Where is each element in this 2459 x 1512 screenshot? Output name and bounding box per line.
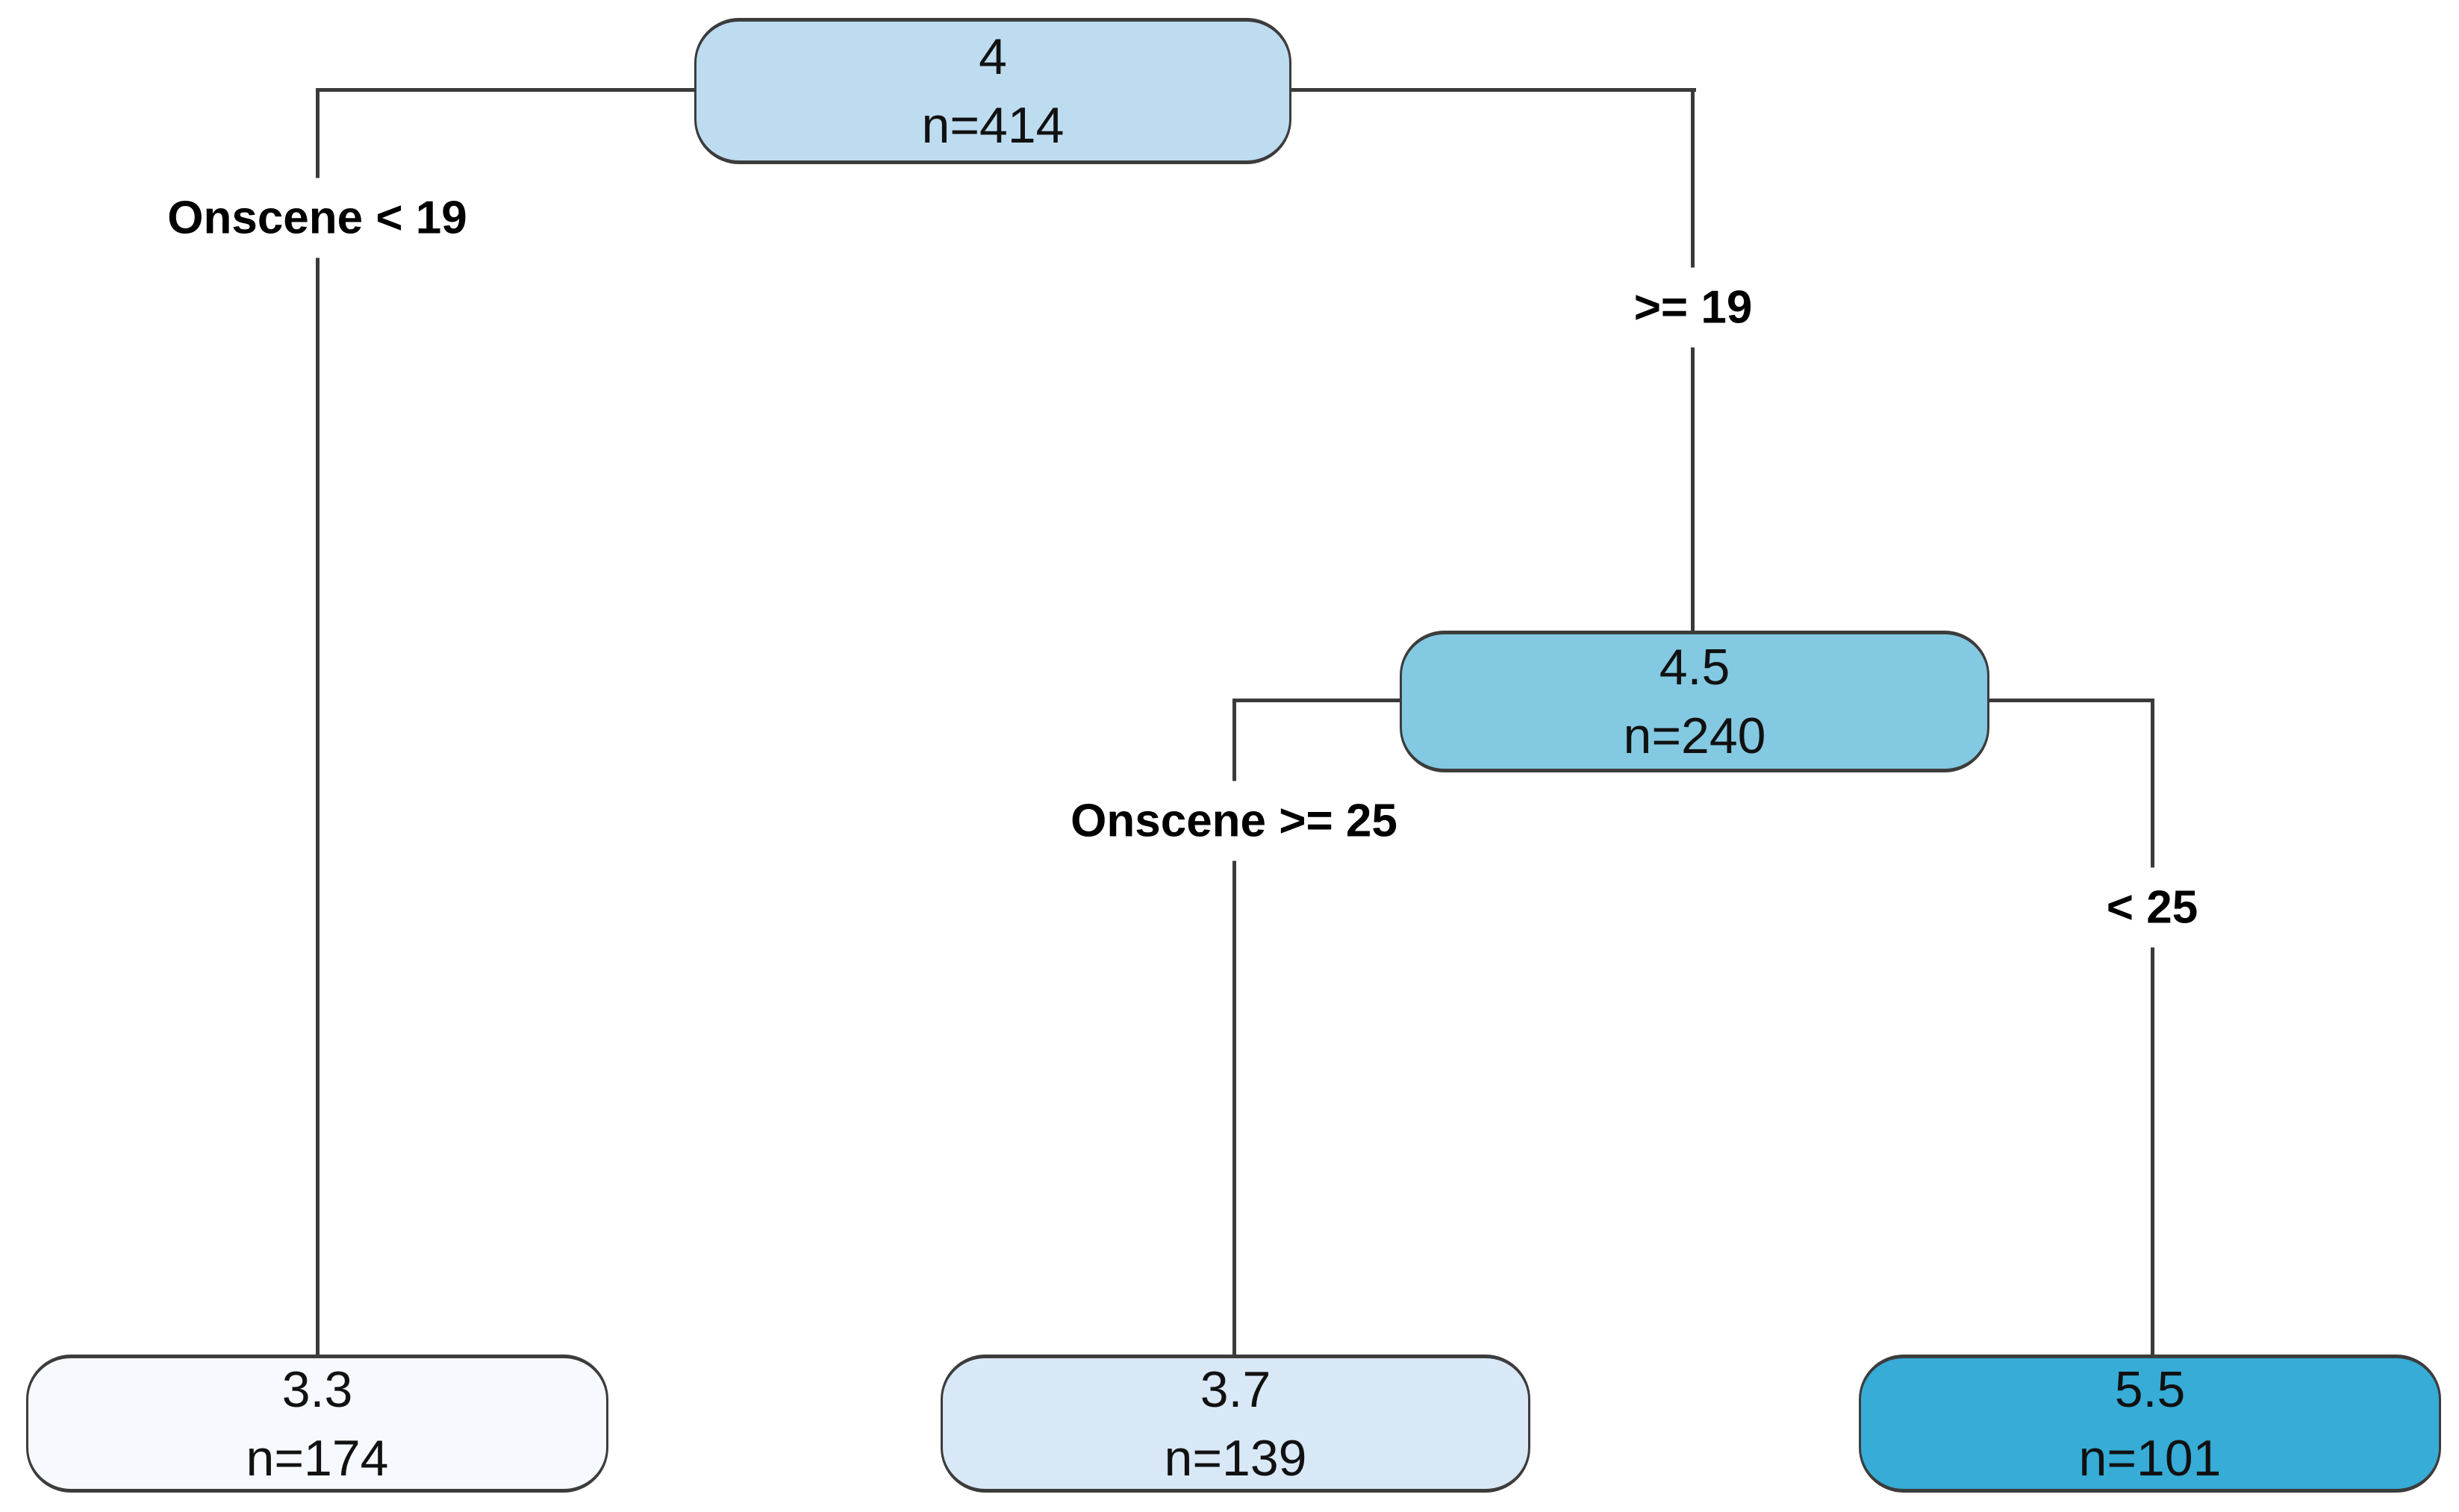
split-label-internal-left: Onscene >= 25	[1054, 781, 1414, 861]
split-label-root-right: >= 19	[1617, 267, 1769, 348]
branch-line-root-left-horizontal	[317, 88, 694, 92]
tree-leaf-right: 5.5 n=101	[1859, 1355, 2441, 1493]
node-value: 5.5	[2114, 1361, 2186, 1418]
node-count: n=414	[921, 97, 1065, 154]
split-label-root-left: Onscene < 19	[151, 178, 484, 258]
node-value: 4.5	[1659, 639, 1730, 696]
branch-line-root-right-horizontal	[1291, 88, 1696, 92]
branch-line-root-right-vertical	[1691, 88, 1695, 633]
tree-leaf-left: 3.3 n=174	[26, 1355, 608, 1493]
split-label-internal-right: < 25	[2089, 867, 2215, 948]
branch-line-internal-right-vertical	[2151, 699, 2154, 1356]
branch-line-internal-left-vertical	[1232, 699, 1236, 1356]
node-count: n=139	[1164, 1429, 1307, 1487]
branch-line-internal-left-horizontal	[1234, 699, 1402, 702]
branch-line-root-left-vertical	[316, 88, 320, 1355]
node-value: 4	[979, 28, 1007, 85]
tree-node-internal: 4.5 n=240	[1400, 631, 1989, 772]
node-count: n=174	[246, 1429, 389, 1487]
node-value: 3.7	[1200, 1361, 1271, 1418]
tree-leaf-middle: 3.7 n=139	[941, 1355, 1530, 1493]
branch-line-internal-right-horizontal	[1987, 699, 2154, 702]
node-count: n=101	[2078, 1429, 2222, 1487]
node-count: n=240	[1623, 707, 1766, 764]
node-value: 3.3	[281, 1361, 353, 1418]
tree-node-root: 4 n=414	[694, 18, 1291, 164]
